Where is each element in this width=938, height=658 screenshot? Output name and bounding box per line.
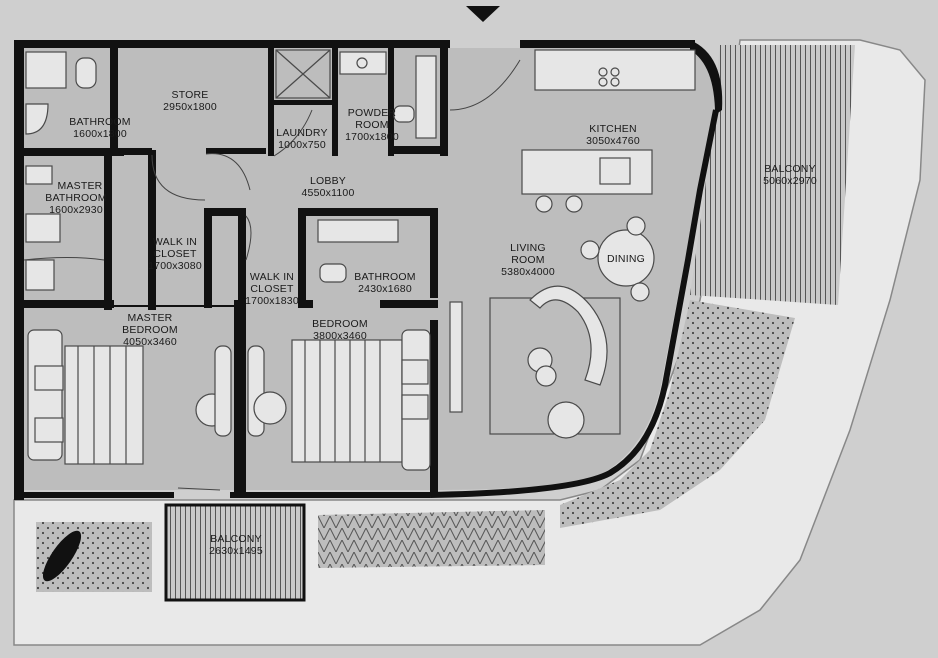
label-living-room-line1: LIVING: [510, 242, 546, 254]
label-bedroom-name: BEDROOM: [312, 318, 368, 330]
doors: [23, 59, 521, 491]
label-master-bedroom-size: 4050x3460: [123, 336, 177, 348]
label-lobby-size: 4550x1100: [302, 187, 355, 199]
terrace-outline: [13, 39, 926, 646]
label-powder-room-size: 1700x1800: [345, 131, 399, 143]
label-balcony-east-size: 5060x2970: [763, 175, 817, 187]
balcony-east-floor: [690, 45, 855, 305]
label-balcony-south-size: 2630x1495: [209, 545, 263, 557]
entrance-arrow-icon: [466, 6, 500, 22]
label-master-bathroom-size: 1600x2930: [49, 204, 103, 216]
label-master-bathroom-line1: MASTER: [58, 180, 103, 192]
label-dining-name: DINING: [607, 253, 645, 265]
label-balcony-south-name: BALCONY: [210, 533, 262, 545]
label-closet2-line1: WALK IN: [250, 271, 294, 283]
living-furniture: [449, 285, 621, 439]
label-kitchen-name: KITCHEN: [589, 123, 637, 135]
balcony-south-floor: [164, 503, 306, 602]
dining-set: [580, 216, 655, 302]
label-living-room-size: 5380x4000: [501, 266, 555, 278]
label-bathroom2-size: 2430x1680: [358, 283, 412, 295]
master-bedroom-furniture: [27, 329, 232, 465]
label-laundry-size: 1000x750: [278, 139, 326, 151]
bathroom-fixtures: [25, 49, 437, 291]
label-bedroom-size: 3800x3460: [313, 330, 367, 342]
label-bathroom-name: BATHROOM: [69, 116, 131, 128]
label-balcony-east-name: BALCONY: [764, 163, 816, 175]
label-kitchen-size: 3050x4760: [586, 135, 640, 147]
label-lobby-name: LOBBY: [310, 175, 346, 187]
label-laundry-name: LAUNDRY: [276, 127, 327, 139]
label-closet1-size: 1700x3080: [148, 260, 202, 272]
label-powder-room-line1: POWDER: [348, 107, 397, 119]
label-master-bedroom-line2: BEDROOM: [122, 324, 178, 336]
label-store-name: STORE: [172, 89, 209, 101]
label-bathroom-size: 1600x1800: [73, 128, 127, 140]
label-closet2-line2: CLOSET: [250, 283, 294, 295]
room-labels: BATHROOM 1600x1800 STORE 2950x1800 LAUND…: [45, 89, 817, 557]
label-master-bedroom-line1: MASTER: [128, 312, 173, 324]
label-closet2-size: 1700x1830: [245, 295, 299, 307]
terrace-dotted-east: [560, 300, 795, 528]
planter: [42, 530, 82, 582]
label-powder-room-line2: ROOM: [355, 119, 388, 131]
label-store-size: 2950x1800: [163, 101, 217, 113]
label-bathroom2-name: BATHROOM: [354, 271, 416, 283]
label-closet1-line2: CLOSET: [153, 248, 197, 260]
label-living-room-line2: ROOM: [511, 254, 544, 266]
kitchen-fixtures: [521, 49, 696, 213]
bedroom-furniture: [247, 329, 431, 471]
walls: [14, 40, 723, 500]
label-closet1-line1: WALK IN: [153, 236, 197, 248]
label-master-bathroom-line2: BATHROOM: [45, 192, 107, 204]
planter-strip: [318, 510, 545, 568]
